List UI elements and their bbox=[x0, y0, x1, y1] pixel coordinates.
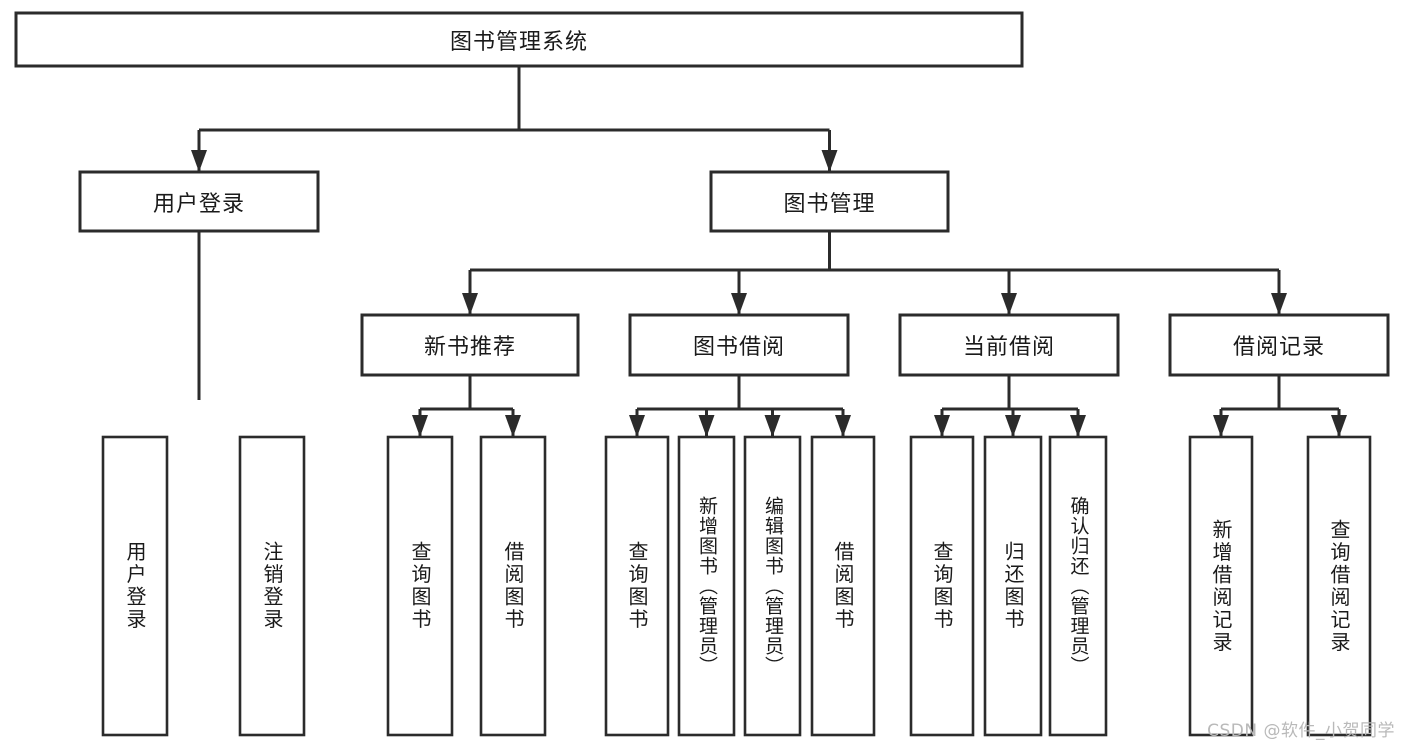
node-当前借阅-box bbox=[898, 313, 1120, 377]
node-借阅记录-box bbox=[1168, 313, 1390, 377]
edge-arrow-4-0 bbox=[629, 415, 645, 437]
node-用户登录-box bbox=[101, 435, 169, 737]
node-新增图书管理员-box bbox=[677, 435, 736, 737]
edge-arrow-4-3 bbox=[835, 415, 851, 437]
node-图书管理系统-box bbox=[14, 11, 1024, 68]
edge-arrow-0-1 bbox=[821, 150, 838, 172]
connectors-layer bbox=[191, 66, 1347, 437]
edge-arrow-5-1 bbox=[1005, 415, 1021, 437]
edge-arrow-5-0 bbox=[934, 415, 950, 437]
node-图书借阅-box bbox=[628, 313, 850, 377]
edge-arrow-0-0 bbox=[191, 150, 207, 172]
edge-arrow-1-0 bbox=[462, 293, 478, 315]
node-用户登录-box bbox=[78, 170, 320, 233]
edge-arrow-6-1 bbox=[1331, 415, 1347, 437]
node-图书管理-box bbox=[709, 170, 950, 233]
node-借阅图书-box bbox=[479, 435, 547, 737]
edge-arrow-1-3 bbox=[1271, 293, 1287, 315]
edge-arrow-3-0 bbox=[412, 415, 428, 437]
node-查询图书-box bbox=[604, 435, 670, 737]
node-查询图书-box bbox=[386, 435, 454, 737]
edge-arrow-3-1 bbox=[505, 415, 521, 437]
node-查询图书-box bbox=[909, 435, 975, 737]
edge-arrow-1-2 bbox=[1001, 293, 1017, 315]
node-借阅图书-box bbox=[810, 435, 876, 737]
edge-arrow-4-1 bbox=[698, 415, 715, 437]
node-注销登录-box bbox=[238, 435, 306, 737]
boxes-layer bbox=[14, 11, 1390, 737]
edge-arrow-4-2 bbox=[764, 415, 781, 437]
node-新增借阅记录-box bbox=[1188, 435, 1254, 737]
node-确认归还管理员-box bbox=[1048, 435, 1108, 737]
node-新书推荐-box bbox=[360, 313, 580, 377]
node-归还图书-box bbox=[983, 435, 1043, 737]
watermark-text: CSDN @软件_小贺同学 bbox=[1207, 721, 1395, 741]
edge-arrow-5-2 bbox=[1070, 415, 1086, 437]
node-查询借阅记录-box bbox=[1306, 435, 1372, 737]
edge-arrow-6-0 bbox=[1213, 415, 1229, 437]
node-编辑图书管理员-box bbox=[743, 435, 802, 737]
edge-arrow-1-1 bbox=[731, 293, 747, 315]
